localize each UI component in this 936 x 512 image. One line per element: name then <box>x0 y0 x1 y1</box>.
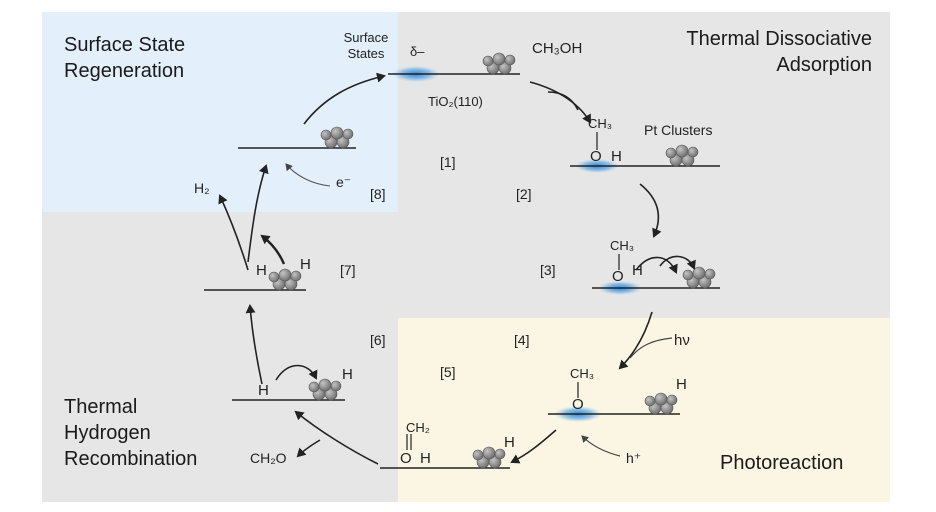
arrow-h2-out <box>218 194 249 271</box>
region-title-surface-state-regeneration: Surface State Regeneration <box>64 34 186 82</box>
arrow-5-to-6 <box>510 429 557 464</box>
ch3-group-step5: CH₃ <box>570 366 595 381</box>
arrow-3-to-5 <box>618 311 653 370</box>
arrow-6b-to-7 <box>245 304 263 385</box>
delta-minus-label: δ– <box>410 44 425 59</box>
arrow-methanol-in <box>547 91 579 111</box>
arrow-hole <box>581 435 621 457</box>
h-atom-step3: H <box>632 262 643 279</box>
surface-step-3 <box>592 254 720 295</box>
pt-cluster <box>482 52 516 75</box>
arrow-hnu <box>629 337 673 359</box>
surface-step-5 <box>548 382 680 422</box>
surface-step-7 <box>204 234 306 291</box>
h-atom-step2: H <box>611 148 622 165</box>
h-atom-step6-surface: H <box>420 450 431 467</box>
electron-label: e⁻ <box>336 174 352 190</box>
methanol-label: CH₃OH <box>532 40 583 57</box>
ch3-group-step3: CH₃ <box>610 238 635 253</box>
surface-step-2 <box>570 132 720 173</box>
region-title-thermal-dissociative-adsorption: Thermal Dissociative Adsorption <box>686 28 872 76</box>
hnu-label: hν <box>674 332 690 349</box>
hole-label: h⁺ <box>626 450 642 466</box>
step-label-2: [2] <box>516 186 532 202</box>
h-atom-step7-left: H <box>256 262 267 279</box>
surface-step-6b <box>232 364 345 401</box>
blue-region-surface-state <box>42 12 398 212</box>
arrow-2-to-3 <box>639 183 662 238</box>
h-atom-step5: H <box>676 376 687 393</box>
arrow-1-to-2 <box>529 81 592 124</box>
yellow-region-photoreaction <box>398 318 890 502</box>
o-atom-step6: O <box>400 450 412 467</box>
surface-step-6 <box>380 434 510 469</box>
step-label-5: [5] <box>440 364 456 380</box>
step-label-3: [3] <box>540 262 556 278</box>
o-atom-step5: O <box>572 396 584 413</box>
tio2-label: TiO₂(110) <box>428 94 483 109</box>
ch3-group-step2: CH₃ <box>588 116 613 131</box>
ch2-group-step6: CH₂ <box>406 420 430 435</box>
arrow-6-to-6b <box>294 410 379 465</box>
h2-label: H₂ <box>194 180 210 196</box>
region-title-photoreaction: Photoreaction <box>720 452 844 474</box>
step-label-6: [6] <box>370 332 386 348</box>
h-atom-recomb-surface: H <box>258 382 269 399</box>
h-atom-step6-cluster: H <box>504 434 515 451</box>
arrow-electron <box>285 163 331 187</box>
surface-states-label: Surface States <box>343 30 389 61</box>
step-label-7: [7] <box>340 262 356 278</box>
surface-step-8 <box>238 126 356 149</box>
arrow-7-to-8 <box>247 164 269 263</box>
h-atom-recomb-cluster: H <box>342 366 353 383</box>
pt-clusters-label: Pt Clusters <box>644 122 713 138</box>
h-atom-step7-right: H <box>300 256 311 273</box>
o-atom-step2: O <box>590 148 602 165</box>
o-atom-step3: O <box>612 268 624 285</box>
step-label-1: [1] <box>440 154 456 170</box>
arrow-8-to-1 <box>303 72 386 125</box>
step-label-8: [8] <box>370 186 386 202</box>
surface-step-1 <box>388 52 520 82</box>
step-label-4: [4] <box>514 332 530 348</box>
arrow-ch2o-out <box>296 439 321 458</box>
region-title-thermal-hydrogen-recombination: Thermal Hydrogen Recombination <box>64 396 198 470</box>
ch2o-label: CH₂O <box>250 450 287 466</box>
